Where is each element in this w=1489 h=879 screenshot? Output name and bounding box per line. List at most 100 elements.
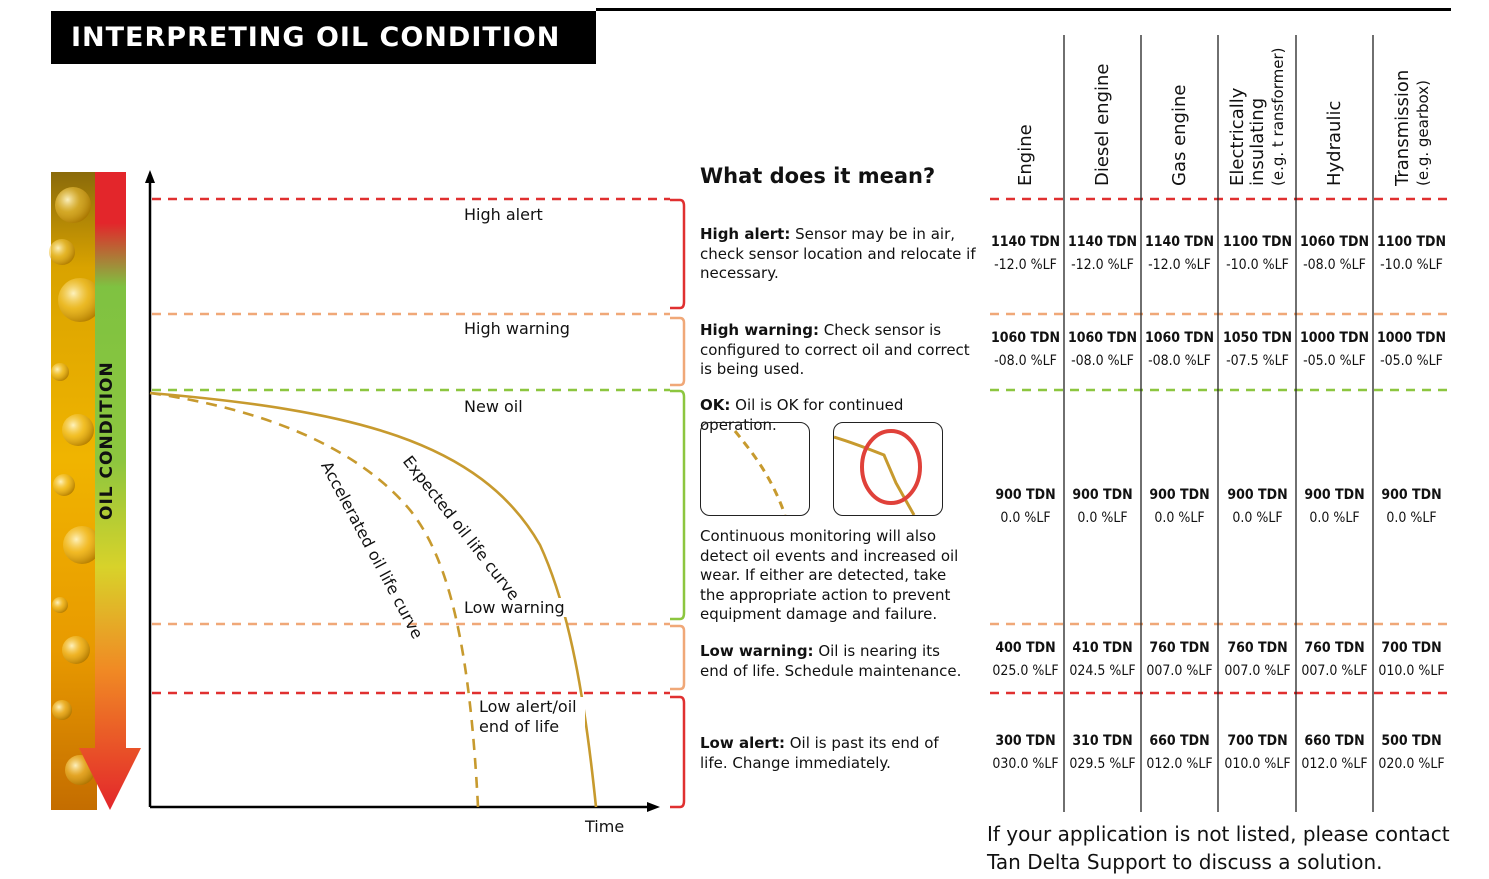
- column-name: Electrically insulating: [1227, 87, 1268, 186]
- tdn-value: 660 TDN: [1304, 733, 1365, 749]
- lf-value: 010.0 %LF: [1378, 663, 1445, 679]
- column-name: Engine: [1015, 124, 1036, 186]
- zone-label-high-alert: High alert: [464, 205, 543, 224]
- lf-value: -08.0 %LF: [994, 353, 1057, 369]
- lf-value: 0.0 %LF: [1154, 510, 1205, 526]
- tdn-value: 1140 TDN: [1067, 234, 1138, 250]
- meaning-high-alert-text: Sensor may be in air, check sensor locat…: [700, 225, 976, 282]
- tdn-value: 310 TDN: [1072, 733, 1133, 749]
- table-cell: 1140 TDN-12.0 %LF: [1141, 231, 1218, 277]
- table-cell: 1060 TDN-08.0 %LF: [1296, 231, 1373, 277]
- lf-value: 0.0 %LF: [1386, 510, 1437, 526]
- tdn-value: 760 TDN: [1227, 640, 1288, 656]
- column-header-hydraulic: Hydraulic: [1324, 101, 1345, 186]
- tdn-value: 900 TDN: [1149, 487, 1210, 503]
- tdn-value: 1050 TDN: [1222, 330, 1293, 346]
- table-cell: 900 TDN 0.0 %LF: [1373, 484, 1450, 530]
- tdn-value: 1000 TDN: [1376, 330, 1447, 346]
- lf-value: 0.0 %LF: [1000, 510, 1051, 526]
- tdn-value: 900 TDN: [1381, 487, 1442, 503]
- meaning-low-alert-lead: Low alert:: [700, 734, 785, 752]
- meaning-high-warning-text: Check sensor is configured to correct oi…: [700, 321, 970, 378]
- tdn-value: 1000 TDN: [1299, 330, 1370, 346]
- zone-brackets: [670, 198, 686, 809]
- column-name: Diesel engine: [1092, 63, 1113, 186]
- lf-value: 007.0 %LF: [1146, 663, 1213, 679]
- lf-value: 024.5 %LF: [1069, 663, 1136, 679]
- chart-axes: [148, 178, 652, 809]
- column-sub: (e.g. gearbox): [1414, 80, 1432, 186]
- page-title: INTERPRETING OIL CONDITION: [51, 11, 596, 64]
- lf-value: 025.0 %LF: [992, 663, 1059, 679]
- table-cell: 660 TDN 012.0 %LF: [1141, 730, 1218, 776]
- accelerated-oil-life-curve: [149, 391, 480, 808]
- bracket-low-warning: [670, 624, 686, 691]
- y-axis-label: OIL CONDITION: [97, 361, 117, 520]
- table-cell: 1050 TDN -07.5 %LF: [1219, 327, 1296, 373]
- meaning-low-alert-text: Oil is past its end of life. Change imme…: [700, 734, 939, 772]
- table-cell: 1000 TDN -05.0 %LF: [1373, 327, 1450, 373]
- tdn-value: 1060 TDN: [1144, 330, 1215, 346]
- tdn-value: 660 TDN: [1149, 733, 1210, 749]
- meaning-low-warning-lead: Low warning:: [700, 642, 814, 660]
- lf-value: -05.0 %LF: [1380, 353, 1443, 369]
- column-header-transmission: Transmission(e.g. gearbox): [1392, 69, 1433, 186]
- meaning-low-alert: Low alert: Oil is past its end of life. …: [700, 734, 970, 773]
- meaning-high-warning-lead: High warning:: [700, 321, 819, 339]
- zone-label-new-oil: New oil: [464, 397, 523, 416]
- lf-value: -05.0 %LF: [1303, 353, 1366, 369]
- lf-value: 0.0 %LF: [1077, 510, 1128, 526]
- column-header-gas-engine: Gas engine: [1169, 85, 1190, 186]
- lf-value: -10.0 %LF: [1226, 257, 1289, 273]
- meaning-monitoring: Continuous monitoring will also detect o…: [700, 527, 959, 623]
- column-header-diesel-engine: Diesel engine: [1092, 63, 1113, 186]
- table-cell: 1060 TDN -08.0 %LF: [987, 327, 1064, 373]
- condition-arrow: [79, 172, 141, 810]
- tdn-value: 700 TDN: [1381, 640, 1442, 656]
- lf-value: 007.0 %LF: [1301, 663, 1368, 679]
- table-cell: 700 TDN 010.0 %LF: [1373, 637, 1450, 683]
- meaning-low-warning-text: Oil is nearing its end of life. Schedule…: [700, 642, 962, 680]
- table-grid: [1063, 35, 1374, 812]
- bracket-high-alert: [670, 198, 686, 310]
- table-cell: 1100 TDN -10.0 %LF: [1219, 231, 1296, 277]
- tdn-value: 1060 TDN: [1067, 330, 1138, 346]
- tdn-value: 410 TDN: [1072, 640, 1133, 656]
- table-cell: 900 TDN 0.0 %LF: [1141, 484, 1218, 530]
- table-cell: 1000 TDN -05.0 %LF: [1296, 327, 1373, 373]
- column-header-electrically-insulating: Electrically insulating(e.g. t ransforme…: [1227, 36, 1288, 186]
- table-cell: 900 TDN 0.0 %LF: [1296, 484, 1373, 530]
- tdn-value: 1060 TDN: [990, 330, 1061, 346]
- zone-label-low-alert: Low alert/oil end of life: [477, 697, 585, 737]
- table-cell: 410 TDN 024.5 %LF: [1064, 637, 1141, 683]
- column-name: Transmission: [1392, 69, 1413, 186]
- table-cell: 1140 TDN-12.0 %LF: [987, 231, 1064, 277]
- table-cell: 1100 TDN-10.0 %LF: [1373, 231, 1450, 277]
- lf-value: 0.0 %LF: [1309, 510, 1360, 526]
- bracket-high-warning: [670, 316, 686, 387]
- accelerated-curve-icon: [700, 422, 810, 516]
- tdn-value: 300 TDN: [995, 733, 1056, 749]
- lf-value: 012.0 %LF: [1146, 756, 1213, 772]
- lf-value: 020.0 %LF: [1378, 756, 1445, 772]
- lf-value: 030.0 %LF: [992, 756, 1059, 772]
- tdn-value: 900 TDN: [1227, 487, 1288, 503]
- tdn-value: 900 TDN: [1304, 487, 1365, 503]
- table-cell: 1140 TDN-12.0 %LF: [1064, 231, 1141, 277]
- table-cell: 1060 TDN-08.0 %LF: [1141, 327, 1218, 373]
- meaning-high-alert: High alert: Sensor may be in air, check …: [700, 225, 980, 284]
- tdn-value: 1100 TDN: [1376, 234, 1447, 250]
- bracket-ok: [670, 389, 686, 621]
- meaning-high-alert-lead: High alert:: [700, 225, 791, 243]
- oil-image-strip: [49, 172, 102, 810]
- tdn-value: 1100 TDN: [1222, 234, 1293, 250]
- lf-value: -12.0 %LF: [994, 257, 1057, 273]
- lf-value: -07.5 %LF: [1226, 353, 1289, 369]
